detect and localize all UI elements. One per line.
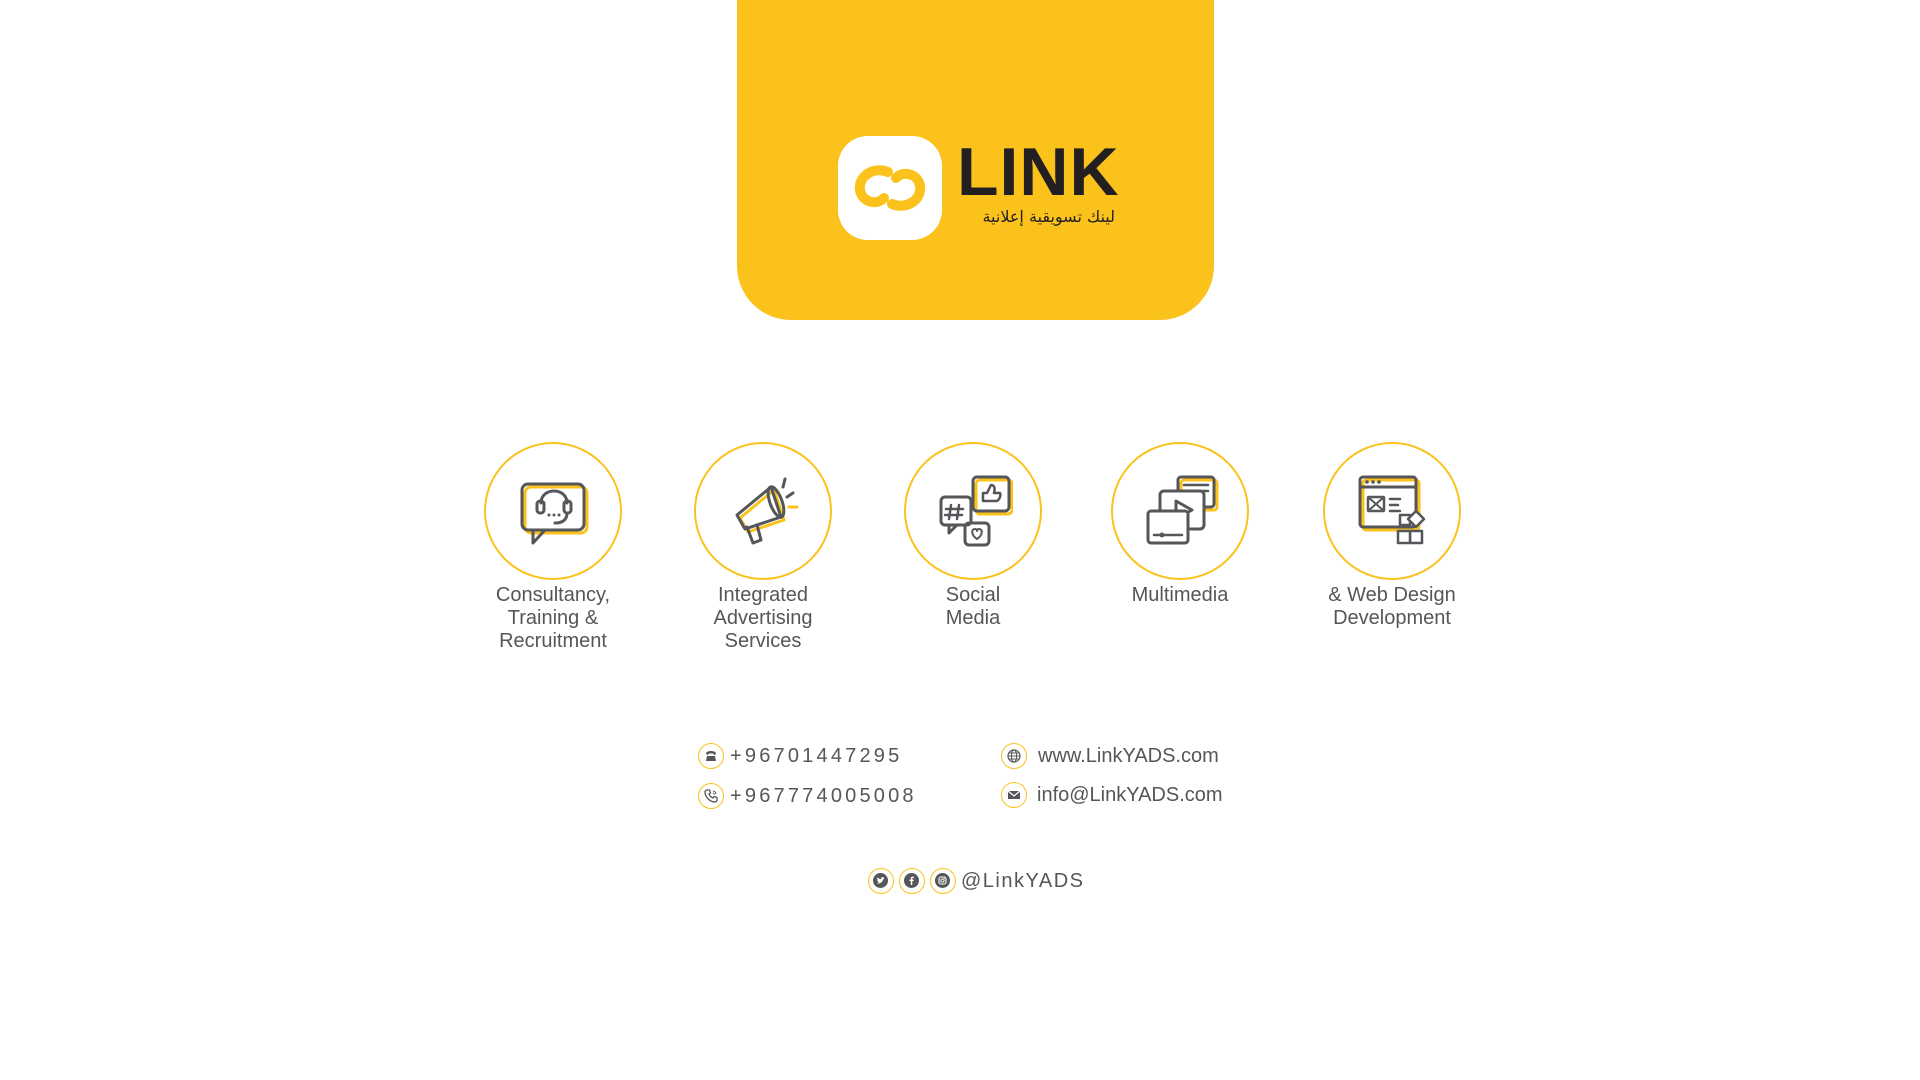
brand-header: LINK لينك تسويقية إعلانية [737,0,1214,320]
megaphone-icon [694,442,832,580]
service-label: & Web Design Development [1328,584,1456,629]
phone-number-2[interactable]: +967774005008 [730,785,917,807]
envelope-icon [1001,782,1027,808]
website-link[interactable]: www.LinkYADS.com [1038,745,1219,767]
phone-number-1[interactable]: +96701447295 [730,745,903,767]
service-social-media: Social Media [863,442,1083,630]
mobile-phone-icon [698,783,724,809]
services-row: Consultancy, Training & Recruitment Inte… [0,442,1920,682]
brand-name: LINK [957,134,1120,210]
service-web-design: & Web Design Development [1282,442,1502,630]
telephone-icon [698,743,724,769]
globe-icon [1001,743,1027,769]
service-advertising: Integrated Advertising Services [653,442,873,653]
social-handle[interactable]: @LinkYADS [961,870,1085,892]
service-label: Consultancy, Training & Recruitment [495,584,611,652]
multimedia-play-icon [1111,442,1249,580]
facebook-icon[interactable] [899,868,925,894]
instagram-icon[interactable] [930,868,956,894]
service-multimedia: Multimedia [1070,442,1290,607]
headset-chat-icon [484,442,622,580]
twitter-icon[interactable] [868,868,894,894]
service-label: Multimedia [1131,584,1229,606]
email-link[interactable]: info@LinkYADS.com [1037,784,1223,806]
service-label: Integrated Advertising Services [713,584,813,652]
social-media-icon [904,442,1042,580]
brand-tagline: لينك تسويقية إعلانية [982,207,1115,226]
service-consultancy: Consultancy, Training & Recruitment [443,442,663,653]
service-label: Social Media [945,584,1001,629]
link-logo-icon [838,136,942,240]
web-design-icon [1323,442,1461,580]
